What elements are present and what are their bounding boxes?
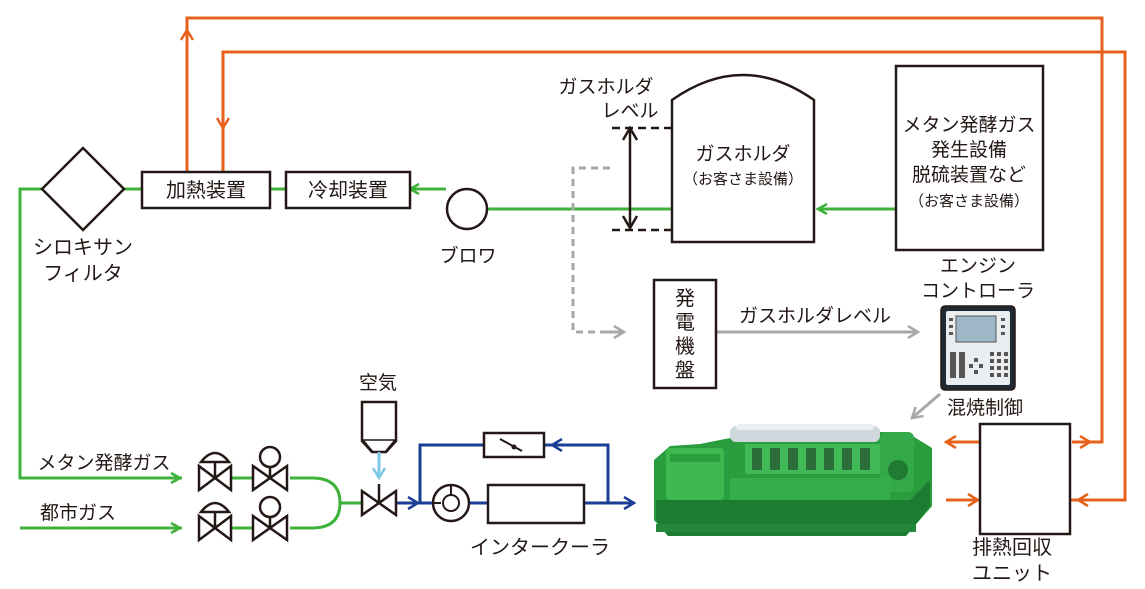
methane-facility-line-2: 発生設備	[931, 139, 1007, 161]
blower-icon	[445, 187, 489, 231]
mixed-combustion-label: 混焼制御	[947, 397, 1023, 419]
siloxane-filter-label-1: シロキサン	[33, 235, 133, 259]
signal-lines	[571, 166, 941, 418]
engine-controller-label-2: コントローラ	[921, 280, 1035, 302]
blower-label: ブロワ	[439, 244, 496, 267]
gas-holder-label: ガスホルダ	[695, 143, 790, 165]
heater: 加熱装置	[140, 170, 272, 210]
city-gas-label: 都市ガス	[40, 502, 116, 524]
engine-controller: エンジン コントローラ 混焼制御	[921, 255, 1035, 419]
heat-recovery-label-1: 排熱回収	[972, 535, 1052, 559]
gas-holder: ガスホルダ （お客さま設備）	[670, 73, 816, 244]
gas-engine-icon	[654, 424, 932, 536]
turbocharger-icon	[431, 483, 471, 523]
gas-holder-level-signal-label: ガスホルダレベル	[739, 305, 891, 327]
cooler: 冷却装置	[284, 170, 412, 210]
generator-panel-char-1: 発	[675, 286, 695, 310]
generator-panel-char-3: 機	[675, 334, 695, 358]
valve-icon	[197, 501, 233, 543]
air-intake: 空気	[359, 372, 398, 481]
generator-panel: 発 電 機 盤	[652, 278, 718, 390]
air-label: 空気	[359, 372, 397, 394]
intercooler: インタークーラ	[470, 483, 610, 559]
bypass-valve	[482, 431, 546, 459]
heater-label: 加熱装置	[166, 178, 246, 202]
engine-controller-label-1: エンジン	[940, 255, 1016, 277]
gas-holder-note: （お客さま設備）	[683, 170, 803, 188]
city-gas-valves	[197, 495, 289, 543]
mixing-valve	[360, 484, 398, 518]
cooler-label: 冷却装置	[308, 178, 388, 202]
blower: ブロワ	[439, 187, 497, 267]
gas-lines	[18, 189, 896, 528]
siloxane-filter: シロキサン フィルタ	[33, 146, 133, 285]
controller-device-icon	[940, 305, 1016, 391]
regulator-icon	[251, 495, 289, 543]
regulator-icon	[251, 445, 289, 493]
methane-gas-label: メタン発酵ガス	[37, 452, 170, 474]
valve-icon	[197, 451, 233, 493]
generator-panel-char-4: 盤	[675, 358, 695, 382]
methane-gas-valves	[197, 445, 289, 493]
intercooler-lines	[392, 445, 634, 503]
heat-recovery-label-2: ユニット	[972, 561, 1052, 585]
methane-facility: メタン発酵ガス 発生設備 脱硫装置など （お客さま設備）	[894, 64, 1045, 252]
intercooler-label: インタークーラ	[470, 535, 610, 559]
siloxane-filter-label-2: フィルタ	[43, 261, 123, 285]
generator-panel-char-2: 電	[675, 310, 695, 334]
gas-holder-level-label-1: ガスホルダ	[558, 76, 653, 98]
gas-holder-level-label-2: レベル	[601, 100, 658, 122]
gas-holder-level-indicator: ガスホルダ レベル	[558, 76, 672, 232]
hot-water-loop	[187, 16, 1127, 500]
heat-recovery-unit: 排熱回収 ユニット	[972, 422, 1072, 585]
methane-facility-line-4: （お客さま設備）	[909, 192, 1029, 210]
methane-facility-line-3: 脱硫装置など	[912, 164, 1026, 186]
methane-facility-line-1: メタン発酵ガス	[902, 114, 1035, 136]
diamond-icon	[40, 146, 126, 232]
